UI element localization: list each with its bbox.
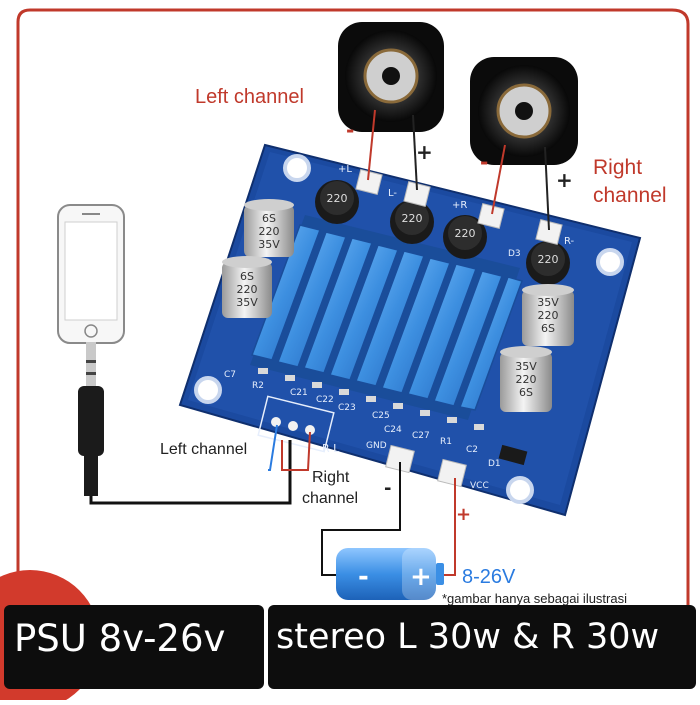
- wire-left-plus: [412, 114, 418, 191]
- speaker-left-icon: [338, 22, 444, 132]
- capacitor-label: 220: [259, 225, 280, 238]
- component-label: C7: [224, 370, 236, 380]
- inductor: 220: [526, 241, 570, 285]
- component-label: C21: [290, 388, 308, 398]
- inductor-label: 220: [538, 253, 559, 266]
- wire-audio-left: [268, 424, 278, 471]
- wire-right-minus: [491, 144, 506, 215]
- capacitor-label: 35V: [236, 296, 258, 309]
- polarity-right-minus: -: [480, 150, 489, 174]
- capacitor: 35V 220 6S: [500, 346, 552, 412]
- capacitor-label: 6S: [519, 386, 533, 399]
- polarity-left-minus: -: [346, 118, 355, 142]
- inductor: 220: [390, 200, 434, 244]
- footer-left-box: [4, 605, 264, 689]
- smartphone-icon: [57, 204, 125, 344]
- battery-icon: - +: [336, 548, 444, 600]
- audio-cable: [89, 440, 292, 505]
- terminal-vcc: [437, 458, 467, 488]
- inductor-label: 220: [402, 212, 423, 225]
- mount-hole: [506, 476, 534, 504]
- capacitor-label: 35V: [515, 360, 537, 373]
- wire-power-vcc: [440, 478, 456, 576]
- label-right-channel-input-2: channel: [302, 490, 359, 507]
- terminal-label: VCC: [470, 481, 489, 491]
- capacitor-label: 220: [516, 373, 537, 386]
- terminal-gnd: [385, 444, 415, 474]
- mount-hole: [283, 154, 311, 182]
- footer-right-box: [268, 605, 696, 689]
- inductor: 220: [315, 180, 359, 224]
- capacitor: 6S 220 35V: [222, 256, 272, 318]
- terminal-left-minus: [355, 169, 383, 195]
- label-left-channel-input: Left channel: [160, 441, 248, 458]
- component-label: C27: [412, 431, 430, 441]
- polarity-power-plus: +: [456, 504, 472, 525]
- component-label: C23: [338, 403, 356, 413]
- battery-minus-label: -: [358, 562, 369, 592]
- audio-jack-icon: [78, 342, 104, 496]
- wire-audio-right: [281, 431, 311, 471]
- capacitor-label: 6S: [541, 322, 555, 335]
- footer-right-text: stereo L 30w & R 30w: [276, 617, 660, 657]
- diode: [498, 444, 528, 466]
- component-label: C2: [466, 445, 478, 455]
- polarity-right-plus: +: [556, 168, 573, 192]
- capacitor-label: 220: [538, 309, 559, 322]
- component-label: R2: [252, 381, 264, 391]
- component-label: C25: [372, 411, 390, 421]
- terminal-label: +R: [452, 200, 467, 211]
- heatsink: [250, 215, 523, 420]
- terminal-label: +L: [338, 164, 352, 175]
- wire-right-plus: [544, 146, 550, 231]
- component-label: C22: [316, 395, 334, 405]
- component-label: D1: [488, 459, 501, 469]
- label-disclaimer: *gambar hanya sebagai ilustrasi: [442, 591, 627, 606]
- inductor: 220: [443, 215, 487, 259]
- label-right-channel-top-2: channel: [593, 184, 667, 207]
- terminal-label: GND: [366, 441, 387, 451]
- speaker-right-icon: [470, 57, 578, 165]
- inductor-label: 220: [455, 227, 476, 240]
- capacitor: 6S 220 35V: [244, 199, 294, 257]
- capacitor-label: 6S: [240, 270, 254, 283]
- frame-border: [16, 8, 690, 606]
- mount-hole: [194, 376, 222, 404]
- terminal-label: L-: [388, 188, 397, 199]
- footer-left-text: PSU 8v-26v: [14, 617, 226, 660]
- amplifier-board: 220 220 220 220 6S 220 35V 6S 220 35V: [178, 143, 642, 517]
- polarity-left-plus: +: [416, 140, 433, 164]
- label-voltage: 8-26V: [462, 566, 516, 588]
- polarity-power-minus: -: [384, 478, 392, 499]
- terminal-label: R-: [564, 236, 575, 247]
- label-right-channel-input-1: Right: [312, 469, 350, 486]
- inductor-label: 220: [327, 192, 348, 205]
- capacitor: 35V 220 6S: [522, 284, 574, 346]
- wire-left-minus: [367, 109, 376, 181]
- component-label: R1: [440, 437, 452, 447]
- battery-plus-label: +: [410, 562, 432, 592]
- mount-hole: [596, 248, 624, 276]
- component-label: D3: [508, 249, 521, 259]
- label-left-channel-top: Left channel: [195, 86, 304, 108]
- capacitor-label: 35V: [537, 296, 559, 309]
- smd-components: [258, 368, 484, 430]
- component-label: C24: [384, 425, 402, 435]
- capacitor-label: 6S: [262, 212, 276, 225]
- capacitor-label: 35V: [258, 238, 280, 251]
- label-right-channel-top-1: Right: [593, 156, 643, 179]
- terminal-label: R L: [322, 442, 340, 455]
- terminal-left-plus: [403, 181, 431, 207]
- wire-power-gnd: [321, 462, 401, 576]
- capacitor-label: 220: [237, 283, 258, 296]
- terminal-right-plus: [535, 219, 563, 245]
